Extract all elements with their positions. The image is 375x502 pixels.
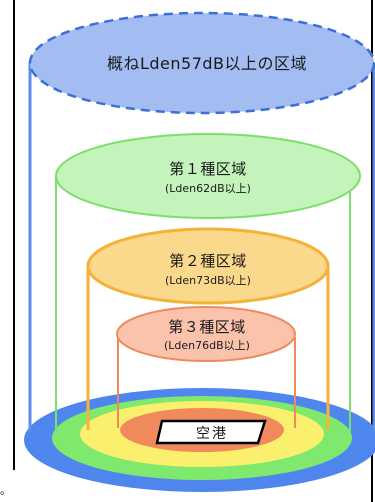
outer-zone-label: 概ねLden57dB以上の区域 [106, 54, 308, 73]
class3-zone-sublabel: (Lden76dB以上) [164, 339, 250, 352]
class3-zone-top [116, 306, 296, 362]
class1-zone-label: 第１種区域 [169, 160, 247, 178]
class1-zone-sublabel: (Lden62dB以上) [165, 182, 251, 195]
footnote-mark: 。 [0, 484, 11, 497]
class2-zone-top [86, 227, 330, 305]
class2-zone-sublabel: (Lden73dB以上) [165, 274, 251, 287]
airport-label: 空港 [196, 426, 228, 442]
outer-zone-top [28, 11, 375, 115]
airport-box [155, 419, 267, 445]
class2-zone-label: 第２種区域 [169, 252, 247, 270]
class3-zone-label: 第３種区域 [168, 318, 246, 336]
class1-zone-top [55, 133, 361, 219]
